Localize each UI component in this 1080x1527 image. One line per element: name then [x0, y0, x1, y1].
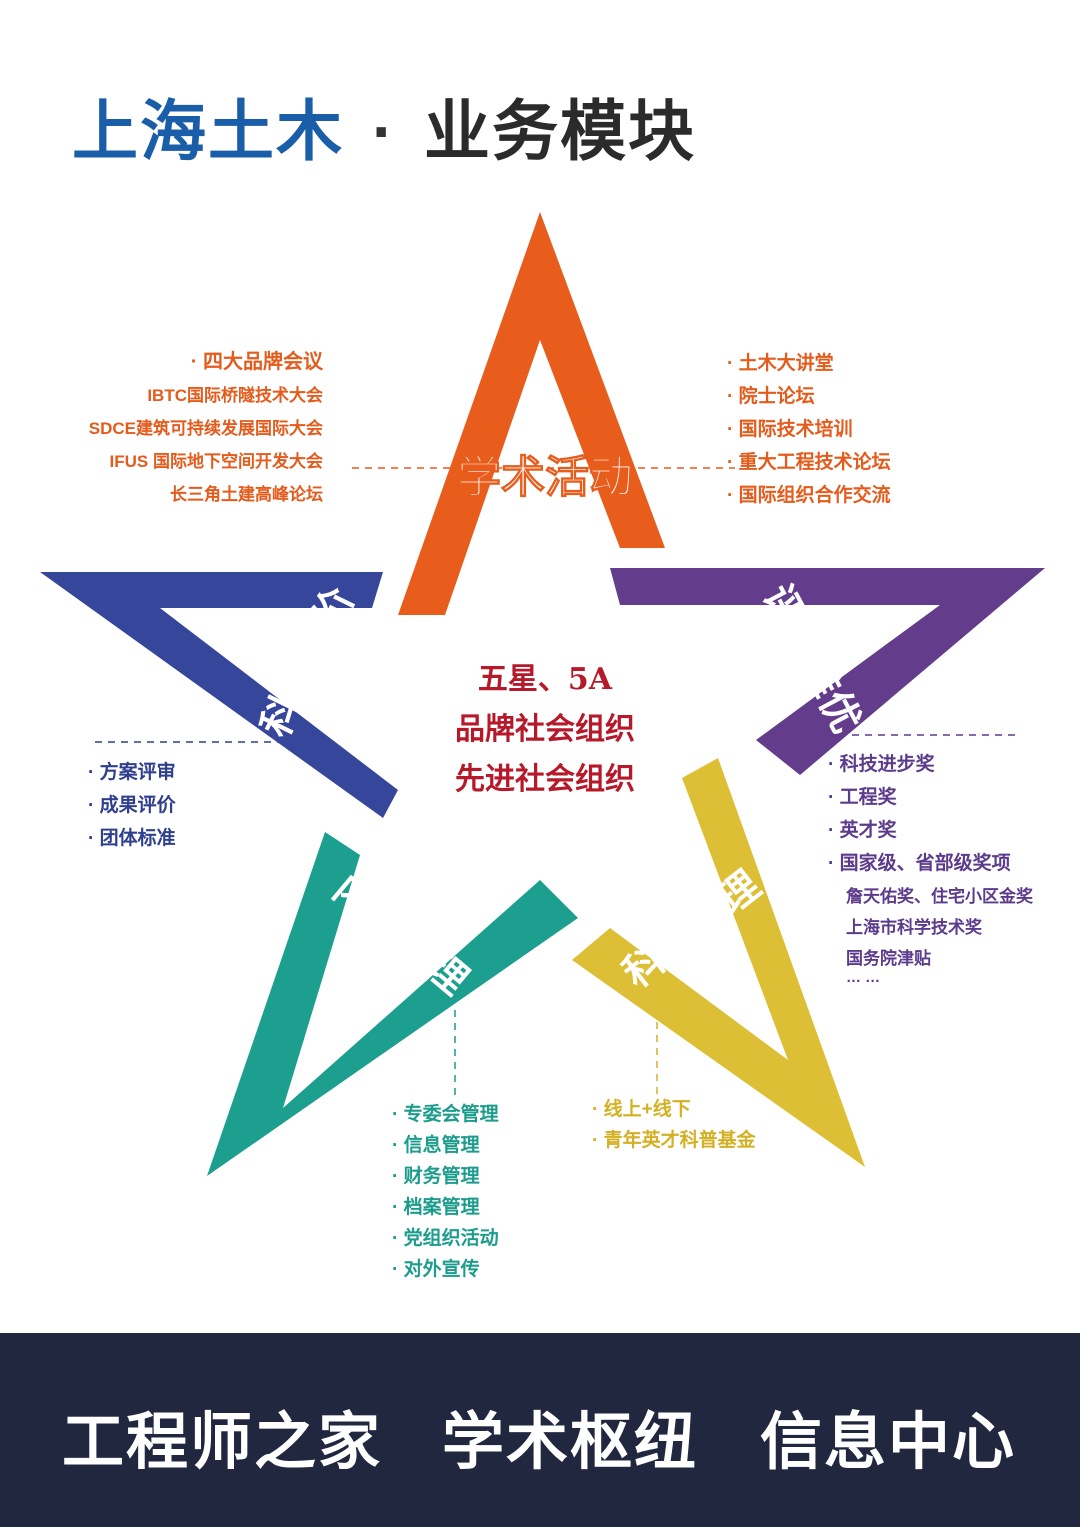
list-item: · 专委会管理 [392, 1104, 499, 1125]
list-item: · 档案管理 [392, 1197, 480, 1218]
list-item: 国务院津贴 [846, 949, 931, 968]
module-title: 业务模块 [423, 94, 696, 168]
page-title: 上海土木 · 业务模块 [72, 78, 696, 174]
title-separator: · [372, 94, 396, 168]
list-item: · 财务管理 [392, 1166, 480, 1187]
center-line-1: 五星、5A [477, 662, 613, 697]
list-item: · 工程奖 [828, 787, 897, 808]
internal-arm [207, 832, 578, 1176]
academic-activity-list: · 土木大讲堂 · 院士论坛 · 国际技术培训 · 重大工程技术论坛 · 国际组… [727, 347, 891, 512]
list-item: · 青年英才科普基金 [592, 1130, 756, 1151]
slogan-academic-hub: 学术枢纽 [442, 1408, 699, 1477]
evaluation-arm [40, 572, 398, 818]
internal-management-list: · 专委会管理 · 信息管理 · 财务管理 · 档案管理 · 党组织活动 · 对… [392, 1099, 499, 1285]
footer-banner: 工程师之家 学术枢纽 信息中心 [0, 1333, 1080, 1527]
academic-label: 学术活动 [457, 453, 633, 502]
list-item: … … [846, 969, 881, 986]
list-item: · 成果评价 [88, 795, 176, 816]
list-item: · 重大工程技术论坛 [727, 452, 891, 473]
list-item: · 党组织活动 [392, 1228, 499, 1249]
list-item: 詹天佑奖、住宅小区金奖 [846, 887, 1033, 906]
list-item: 上海市科学技术奖 [846, 918, 982, 937]
science-arm [572, 758, 865, 1167]
awards-arm [610, 568, 1045, 775]
list-item: · 国际技术培训 [727, 419, 853, 440]
list-item: · 科技进步奖 [828, 754, 935, 775]
awards-list: · 科技进步奖 · 工程奖 · 英才奖 · 国家级、省部级奖项 詹天佑奖、住宅小… [828, 748, 1033, 986]
list-item: IBTC国际桥隧技术大会 [147, 386, 323, 405]
evaluation-list: · 方案评审 · 成果评价 · 团体标准 [88, 756, 176, 855]
center-honors: 五星、5A 品牌社会组织 先进社会组织 [400, 655, 690, 805]
list-item: 长三角土建高峰论坛 [170, 485, 323, 504]
list-item: · 英才奖 [828, 820, 897, 841]
list-item: IFUS 国际地下空间开发大会 [109, 452, 323, 471]
list-item: · 线上+线下 [592, 1099, 691, 1120]
list-item: · 院士论坛 [727, 386, 815, 407]
academic-conference-list: · 四大品牌会议 IBTC国际桥隧技术大会 SDCE建筑可持续发展国际大会 IF… [89, 346, 323, 511]
internal-label: 内部管理 [325, 867, 476, 1004]
science-popularization-list: · 线上+线下 · 青年英才科普基金 [592, 1094, 756, 1156]
org-name: 上海土木 [72, 94, 344, 168]
list-item: · 国际组织合作交流 [727, 485, 891, 506]
list-item: · 对外宣传 [392, 1259, 480, 1280]
slogan-info-center: 信息中心 [760, 1408, 1017, 1477]
list-item: · 团体标准 [88, 828, 176, 849]
list-item: · 信息管理 [392, 1135, 480, 1156]
list-item: · 方案评审 [88, 762, 176, 783]
academic-arm [398, 212, 665, 615]
five-star-diagram: 学术活动 科技评价 评奖推优 内部管理 科普管理 [40, 212, 1045, 1176]
list-item: · 国家级、省部级奖项 [828, 853, 1011, 874]
center-line-2: 品牌社会组织 [455, 712, 635, 747]
list-item: · 四大品牌会议 [190, 351, 323, 373]
center-line-3: 先进社会组织 [455, 762, 635, 797]
list-item: · 土木大讲堂 [727, 353, 834, 374]
list-item: SDCE建筑可持续发展国际大会 [88, 419, 323, 438]
slogan-engineers-home: 工程师之家 [62, 1408, 383, 1477]
